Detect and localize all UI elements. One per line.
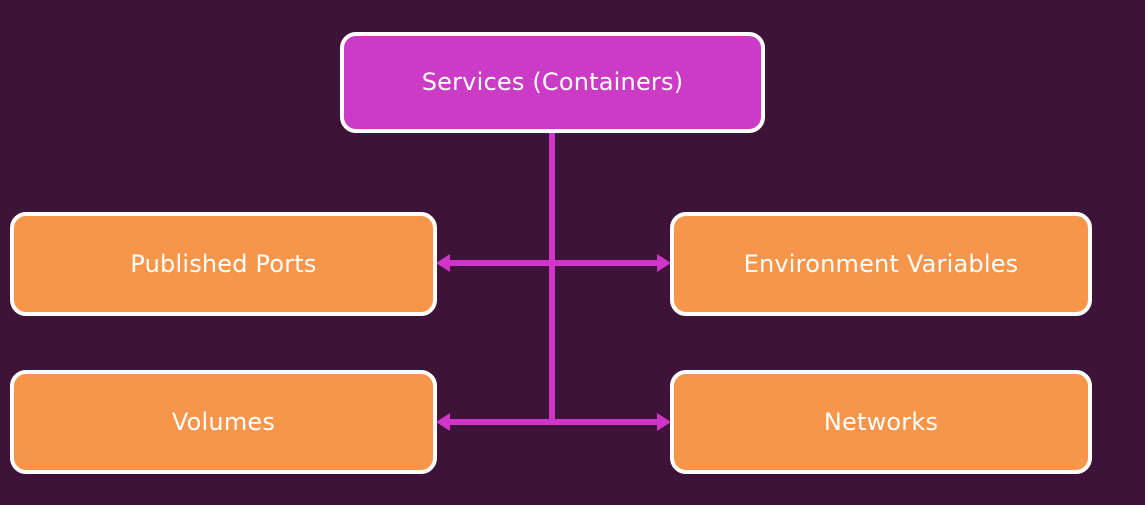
node-published-ports[interactable]: Published Ports (10, 212, 437, 316)
node-volumes[interactable]: Volumes (10, 370, 437, 474)
connector-horizontal-bottom (448, 419, 659, 425)
arrowhead-top-right-icon (657, 254, 671, 272)
arrowhead-bottom-right-icon (657, 413, 671, 431)
node-networks[interactable]: Networks (670, 370, 1092, 474)
node-services-containers[interactable]: Services (Containers) (340, 32, 765, 133)
arrowhead-bottom-left-icon (436, 413, 450, 431)
connector-vertical-stem (549, 131, 555, 423)
node-services-containers-label: Services (Containers) (421, 68, 684, 97)
node-volumes-label: Volumes (171, 407, 276, 436)
arrowhead-top-left-icon (436, 254, 450, 272)
connector-horizontal-top (448, 260, 659, 266)
node-networks-label: Networks (823, 407, 939, 436)
node-environment-variables[interactable]: Environment Variables (670, 212, 1092, 316)
node-published-ports-label: Published Ports (130, 249, 317, 278)
node-environment-variables-label: Environment Variables (743, 249, 1019, 278)
